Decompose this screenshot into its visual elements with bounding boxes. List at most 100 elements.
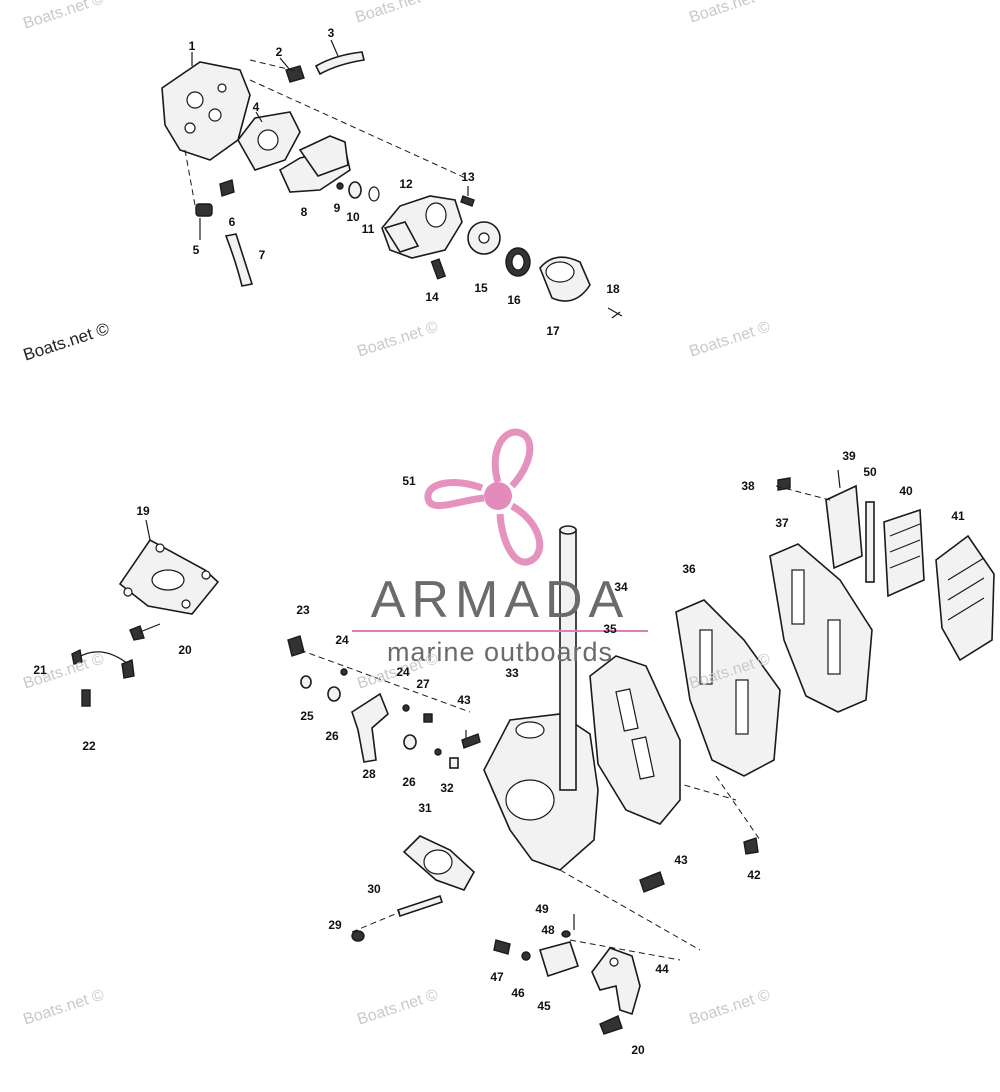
part-50-strip [865, 501, 875, 583]
part-39-reed-stop [825, 484, 863, 570]
part-43-screw-lower [639, 871, 665, 893]
part-10-seal [348, 181, 362, 199]
brand-name: ARMADA [370, 571, 630, 629]
propeller-logo-icon [424, 428, 544, 566]
part-6-fitting [219, 179, 235, 197]
part-29-nut [351, 930, 365, 942]
intake-manifold [483, 525, 737, 951]
callout-3: 3 [327, 26, 335, 40]
callout-23: 23 [296, 603, 310, 617]
callout-11: 11 [361, 222, 375, 236]
part-38-screw [777, 477, 791, 491]
callout-40: 40 [899, 484, 913, 498]
callout-37: 37 [775, 516, 789, 530]
callout-30: 30 [367, 882, 381, 896]
callout-7: 7 [258, 248, 266, 262]
callout-26: 26 [402, 775, 416, 789]
callout-16: 16 [507, 293, 521, 307]
callout-29: 29 [328, 918, 342, 932]
part-11-ring [368, 186, 380, 202]
lower-left-bracket [71, 519, 220, 707]
part-42-screw [743, 837, 759, 855]
part-22-screw [81, 689, 91, 707]
upper-assembly [161, 39, 623, 319]
part-44-arm [591, 947, 641, 1016]
callout-24: 24 [335, 633, 349, 647]
callout-22: 22 [82, 739, 96, 753]
part-13-screw [460, 195, 475, 207]
part-45-bracket [538, 941, 580, 978]
lower-bracket [493, 914, 681, 1035]
part-32-spring [449, 757, 459, 769]
callout-50: 50 [863, 465, 877, 479]
callout-32: 32 [440, 781, 454, 795]
callout-9: 9 [333, 201, 341, 215]
callout-20: 20 [631, 1043, 645, 1057]
part-3-hose [314, 51, 365, 76]
callout-27: 27 [416, 677, 430, 691]
callout-12: 12 [399, 177, 413, 191]
part-9-ball [336, 182, 344, 190]
callout-8: 8 [300, 205, 308, 219]
part-25-bushing [300, 675, 312, 689]
callout-35: 35 [603, 622, 617, 636]
center-linkage [287, 635, 481, 942]
callout-18: 18 [606, 282, 620, 296]
callout-42: 42 [747, 868, 761, 882]
part-20-screw [129, 625, 145, 641]
part-26-washer [327, 686, 341, 702]
callout-13: 13 [461, 170, 475, 184]
callout-46: 46 [511, 986, 525, 1000]
part-46-nut [521, 951, 531, 961]
callout-14: 14 [425, 290, 439, 304]
part-48-washer [561, 930, 571, 938]
part-7-hose [224, 233, 254, 287]
callout-38: 38 [741, 479, 755, 493]
callout-20: 20 [178, 643, 192, 657]
callout-48: 48 [541, 923, 555, 937]
brand-tagline: marine outboards [386, 637, 614, 667]
callout-17: 17 [546, 324, 560, 338]
reed-plates [589, 469, 995, 893]
part-47-screw [493, 939, 511, 955]
callout-33: 33 [505, 666, 519, 680]
callout-43: 43 [457, 693, 471, 707]
callout-34: 34 [614, 580, 628, 594]
part-18-clip [607, 307, 623, 319]
callout-41: 41 [951, 509, 965, 523]
part-37-plate [769, 543, 873, 713]
callout-21: 21 [33, 663, 47, 677]
callout-51: 51 [402, 474, 416, 488]
callout-2: 2 [275, 45, 283, 59]
brand-divider [352, 630, 648, 632]
part-28-lever [351, 692, 389, 763]
part-43-screw-upper [461, 733, 481, 749]
callout-6: 6 [228, 215, 236, 229]
callout-4: 4 [252, 100, 260, 114]
part-5-plug [195, 203, 213, 217]
callout-39: 39 [842, 449, 856, 463]
callout-5: 5 [192, 243, 200, 257]
part-27-nut [423, 713, 433, 723]
part-20-screw-lower [599, 1015, 623, 1035]
callout-10: 10 [346, 210, 360, 224]
callout-19: 19 [136, 504, 150, 518]
callout-15: 15 [474, 281, 488, 295]
callout-1: 1 [188, 39, 196, 53]
part-23-screw [287, 635, 305, 657]
callout-45: 45 [537, 999, 551, 1013]
callout-26: 26 [325, 729, 339, 743]
part-41-reed-block [935, 534, 995, 662]
callout-28: 28 [362, 767, 376, 781]
part-1-carburetor [161, 61, 251, 161]
callout-49: 49 [535, 902, 549, 916]
callout-36: 36 [682, 562, 696, 576]
part-30-shaft [396, 894, 444, 918]
callout-43: 43 [674, 853, 688, 867]
callout-31: 31 [418, 801, 432, 815]
part-14-bolt [430, 258, 447, 280]
callout-44: 44 [655, 962, 669, 976]
part-40-reeds [883, 508, 925, 598]
callout-47: 47 [490, 970, 504, 984]
